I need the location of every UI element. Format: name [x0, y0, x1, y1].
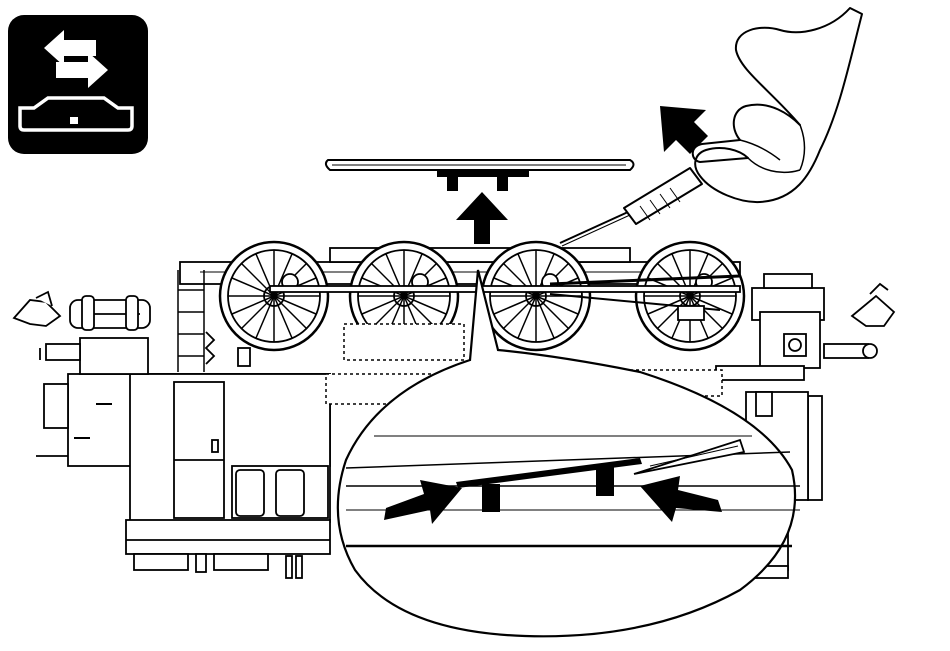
badge-background	[8, 15, 148, 154]
driving-wheel-4	[636, 242, 744, 350]
removed-cover-plate	[326, 160, 634, 190]
coupling-rod	[270, 286, 740, 292]
rear-box	[80, 338, 148, 374]
rear-buffer-beam	[126, 520, 330, 554]
clip-tab-right	[596, 466, 614, 496]
front-coupler	[852, 296, 894, 326]
ladder	[178, 270, 204, 372]
hand-with-screwdriver	[560, 8, 862, 246]
driving-wheel-1	[220, 242, 328, 350]
clip-tab-left	[482, 484, 500, 512]
arrow-up-icon	[456, 192, 508, 244]
swap-arrows-over-plate-icon	[8, 15, 148, 154]
